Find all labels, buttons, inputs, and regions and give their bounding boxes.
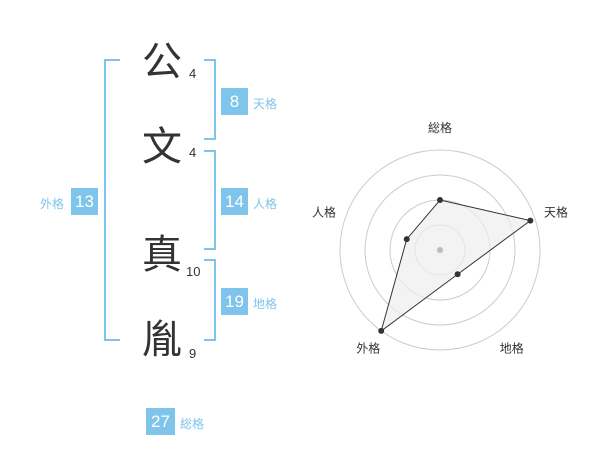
tenkaku-score-badge: 8 — [221, 88, 248, 115]
chikaku-score-badge: 19 — [221, 288, 248, 315]
stroke-count-3: 10 — [186, 264, 201, 279]
name-char-1: 公 — [142, 39, 182, 85]
radar-point-4 — [403, 236, 410, 243]
name-char-4: 胤 — [142, 317, 182, 363]
soukaku-label: 総格 — [180, 417, 205, 431]
radar-polygon — [380, 199, 532, 333]
name-char-3: 真 — [142, 232, 182, 278]
tenkaku-bracket — [204, 59, 216, 140]
radar-center-point — [437, 247, 443, 253]
stroke-count-4: 9 — [189, 346, 197, 361]
name-char-2: 文 — [142, 124, 182, 170]
radar-axis-label: 天格 — [544, 204, 568, 219]
radar-point-3 — [378, 327, 385, 334]
radar-grid-ring — [339, 149, 541, 351]
stroke-count-2: 4 — [189, 145, 197, 160]
chikaku-bracket — [204, 259, 216, 341]
jinkaku-bracket — [204, 150, 216, 250]
radar-axis-label: 総格 — [428, 120, 452, 135]
radar-axis-label: 地格 — [500, 341, 524, 356]
chikaku-label: 地格 — [253, 297, 278, 311]
stroke-count-1: 4 — [189, 66, 197, 81]
radar-shape — [378, 197, 534, 334]
jinkaku-label: 人格 — [253, 197, 278, 211]
gaikaku-label: 外格 — [40, 197, 65, 211]
soukaku-score-badge: 27 — [146, 408, 175, 435]
tenkaku-label: 天格 — [253, 97, 278, 111]
gaikaku-score-badge: 13 — [71, 188, 98, 215]
jinkaku-score-badge: 14 — [221, 188, 248, 215]
radar-grid-ring — [364, 174, 516, 326]
radar-axis-label: 外格 — [356, 341, 380, 356]
radar-point-1 — [527, 217, 534, 224]
radar-point-2 — [454, 271, 461, 278]
radar-axis-label: 人格 — [312, 204, 336, 219]
gaikaku-bracket — [104, 59, 120, 341]
radar-point-0 — [437, 197, 443, 203]
